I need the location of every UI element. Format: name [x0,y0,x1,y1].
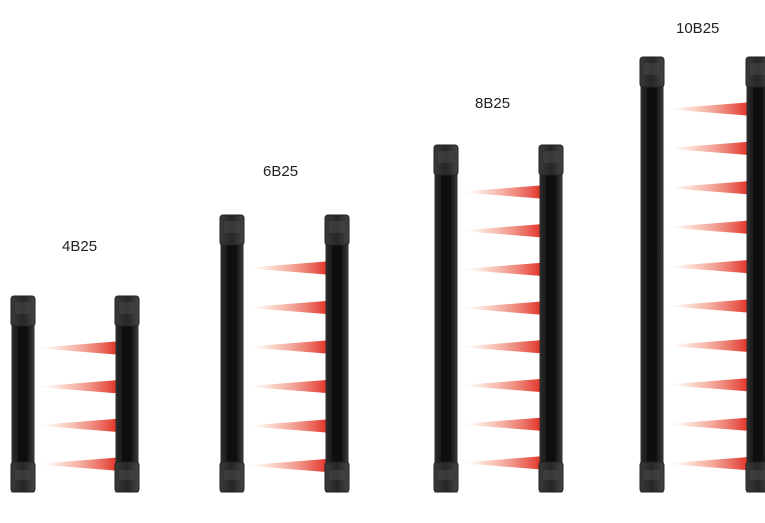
unit-4b25-left-post [10,295,36,493]
unit-8b25-left-top-cap-highlight [438,151,454,163]
unit-6b25-beam-6 [243,459,326,472]
unit-10b25-beam-1 [663,102,747,116]
unit-6b25-beam-1 [243,261,326,275]
unit-6b25-left-top-cap-highlight [224,221,240,233]
unit-8b25-beam-6 [457,379,540,392]
unit-6b25-left-lens-strip [227,245,237,462]
unit-8b25-beam-3 [457,262,540,276]
model-label-10b25: 10B25 [676,20,720,37]
unit-8b25-beam-5 [457,340,540,354]
unit-10b25-beam-5 [663,260,747,274]
unit-4b25-right-top-cap-highlight [119,302,135,314]
unit-8b25-left-post [433,144,459,493]
unit-10b25-beam-4 [663,220,747,234]
unit-8b25-right-lens-strip [546,175,556,462]
unit-6b25-right-top-cap-highlight [329,221,345,233]
unit-10b25-left-post [639,56,665,493]
unit-8b25-beam-1 [457,185,540,199]
unit-8b25-right-post [538,144,564,493]
unit-4b25-right-lens-strip [122,326,132,462]
unit-4b25-beam-4 [34,457,116,471]
unit-8b25-right-bottom-cap-highlight [543,470,559,480]
unit-4b25-left-top-cap-highlight [15,302,31,314]
unit-6b25-beam-5 [243,419,326,433]
unit-10b25-beam-9 [663,417,747,431]
unit-8b25-group [433,144,564,493]
unit-10b25-right-bottom-cap-highlight [750,470,765,480]
unit-6b25-right-bottom-cap-highlight [329,470,345,480]
unit-6b25-left-post [219,214,245,493]
unit-10b25-beam-6 [663,299,747,313]
unit-8b25-beam-4 [457,301,540,315]
unit-8b25-beam-2 [457,224,540,238]
unit-10b25-left-bottom-cap-highlight [644,470,660,480]
unit-8b25-beam-8 [457,456,540,470]
unit-8b25-beam-7 [457,417,540,431]
unit-6b25-left-bottom-cap-highlight [224,470,240,480]
unit-4b25-right-bottom-cap-highlight [119,470,135,480]
unit-4b25-group [10,295,140,493]
unit-10b25-beam-7 [663,338,747,352]
unit-4b25-left-bottom-cap-highlight [15,470,31,480]
unit-6b25-beam-2 [243,301,326,314]
unit-4b25-beam-2 [34,380,116,394]
unit-6b25-right-lens-strip [332,245,342,462]
model-label-8b25: 8B25 [475,95,511,112]
model-label-4b25: 4B25 [62,238,98,255]
unit-4b25-beam-1 [34,341,116,355]
unit-10b25-beam-8 [663,378,747,392]
unit-10b25-right-post [745,56,765,493]
unit-8b25-left-bottom-cap-highlight [438,470,454,480]
unit-10b25-left-lens-strip [647,87,657,462]
unit-10b25-beam-3 [663,181,747,195]
unit-10b25-right-top-cap-highlight [750,63,765,75]
unit-6b25-right-post [324,214,350,493]
unit-10b25-beam-2 [663,141,747,155]
unit-4b25-beam-3 [34,418,116,432]
unit-6b25-beam-4 [243,380,326,393]
unit-4b25-right-post [114,295,140,493]
unit-6b25-beam-3 [243,340,326,354]
unit-10b25-right-lens-strip [753,87,763,462]
unit-10b25-left-top-cap-highlight [644,63,660,75]
unit-10b25-beam-10 [663,457,747,471]
unit-10b25-group [639,56,765,493]
unit-4b25-left-lens-strip [18,326,28,462]
model-label-6b25: 6B25 [263,163,299,180]
unit-6b25-group [219,214,350,493]
unit-8b25-left-lens-strip [441,175,451,462]
unit-8b25-right-top-cap-highlight [543,151,559,163]
